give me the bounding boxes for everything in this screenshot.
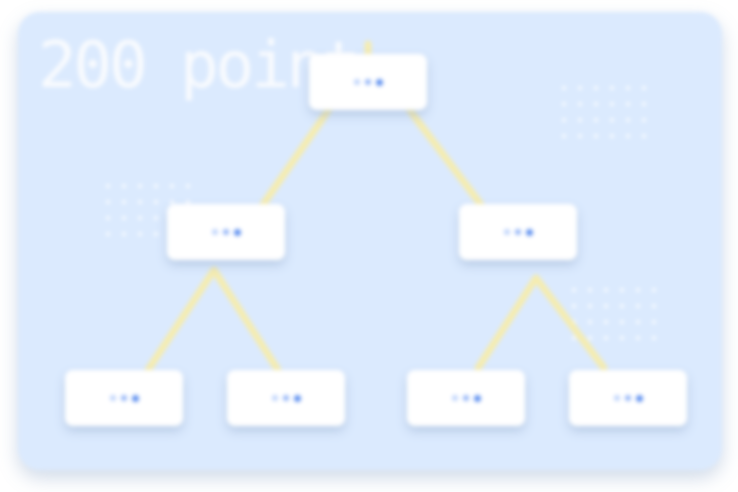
node-dot-icon <box>473 394 481 402</box>
node-dot-icon <box>282 395 289 401</box>
node-dot-icon <box>451 395 458 401</box>
tree-node-right[interactable] <box>459 204 577 260</box>
node-dot-icon <box>222 229 229 235</box>
tree-node-right-right[interactable] <box>569 370 687 426</box>
node-dot-icon <box>624 395 631 401</box>
edge-root-right <box>404 104 486 210</box>
tree-node-root[interactable] <box>309 54 427 110</box>
tree-node-right-left[interactable] <box>407 370 525 426</box>
tree-node-left-right[interactable] <box>227 370 345 426</box>
edge-left-leftright <box>210 266 282 374</box>
node-dot-icon <box>131 394 139 402</box>
dot-grid-top-right <box>556 80 656 138</box>
node-dot-icon <box>293 394 301 402</box>
node-dot-icon <box>364 79 371 85</box>
tree-node-left[interactable] <box>167 204 285 260</box>
node-dot-icon <box>462 395 469 401</box>
edge-root-left <box>258 104 334 210</box>
node-dot-icon <box>233 228 241 236</box>
node-dot-icon <box>120 395 127 401</box>
node-dot-icon <box>613 395 620 401</box>
node-dot-icon <box>635 394 643 402</box>
node-dot-icon <box>211 229 218 235</box>
node-dot-icon <box>525 228 533 236</box>
watermark-text: 200 point <box>38 29 361 103</box>
node-dot-icon <box>514 229 521 235</box>
node-dot-icon <box>375 78 383 86</box>
edge-right-rightright <box>532 274 608 372</box>
edge-right-rightleft <box>474 274 540 372</box>
node-dot-icon <box>109 395 116 401</box>
node-dot-icon <box>503 229 510 235</box>
tree-node-left-left[interactable] <box>65 370 183 426</box>
edge-left-leftleft <box>144 266 218 374</box>
node-dot-icon <box>353 79 360 85</box>
node-dot-icon <box>271 395 278 401</box>
